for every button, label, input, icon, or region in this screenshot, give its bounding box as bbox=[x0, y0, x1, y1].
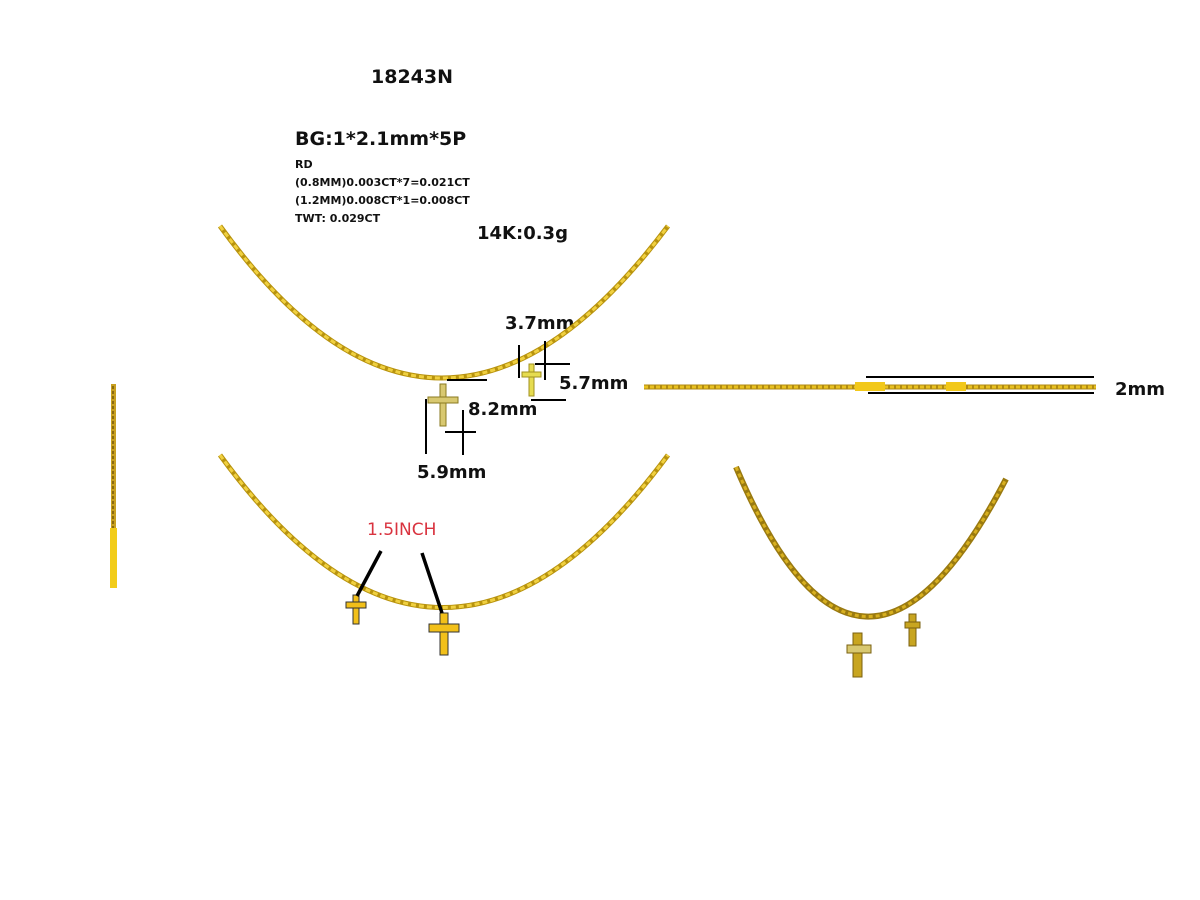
perspective-view bbox=[733, 465, 1009, 678]
large-cross-plain-icon bbox=[428, 612, 460, 656]
front-view-bottom bbox=[217, 453, 671, 656]
bg-spec: BG:1*2.1mm*5P bbox=[295, 128, 467, 150]
top-view bbox=[644, 376, 1096, 394]
dim-spacing: 1.5INCH bbox=[367, 520, 437, 540]
dimension-lines bbox=[425, 341, 570, 455]
dim-small-cross-width: 3.7mm bbox=[505, 313, 575, 334]
total-weight: TWT: 0.029CT bbox=[295, 212, 381, 225]
dim-small-cross-height: 5.7mm bbox=[559, 373, 629, 394]
small-cross-plain-icon bbox=[345, 594, 367, 625]
spacing-pointers bbox=[355, 550, 444, 614]
dim-chain-thickness: 2mm bbox=[1115, 379, 1166, 400]
stone-line-2: (1.2MM)0.008CT*1=0.008CT bbox=[295, 194, 470, 207]
dim-large-cross-height: 8.2mm bbox=[468, 399, 538, 420]
side-view bbox=[110, 384, 117, 588]
stone-line-1: (0.8MM)0.003CT*7=0.021CT bbox=[295, 176, 470, 189]
perspective-small-cross-icon bbox=[904, 613, 921, 647]
front-view-top bbox=[217, 224, 670, 455]
small-cross-icon bbox=[521, 363, 542, 397]
large-cross-icon bbox=[427, 383, 459, 427]
dim-large-cross-width: 5.9mm bbox=[417, 462, 487, 483]
stone-type: RD bbox=[295, 158, 313, 171]
perspective-large-cross-icon bbox=[846, 632, 872, 678]
model-number: 18243N bbox=[371, 66, 454, 88]
metal-weight: 14K:0.3g bbox=[477, 223, 568, 244]
